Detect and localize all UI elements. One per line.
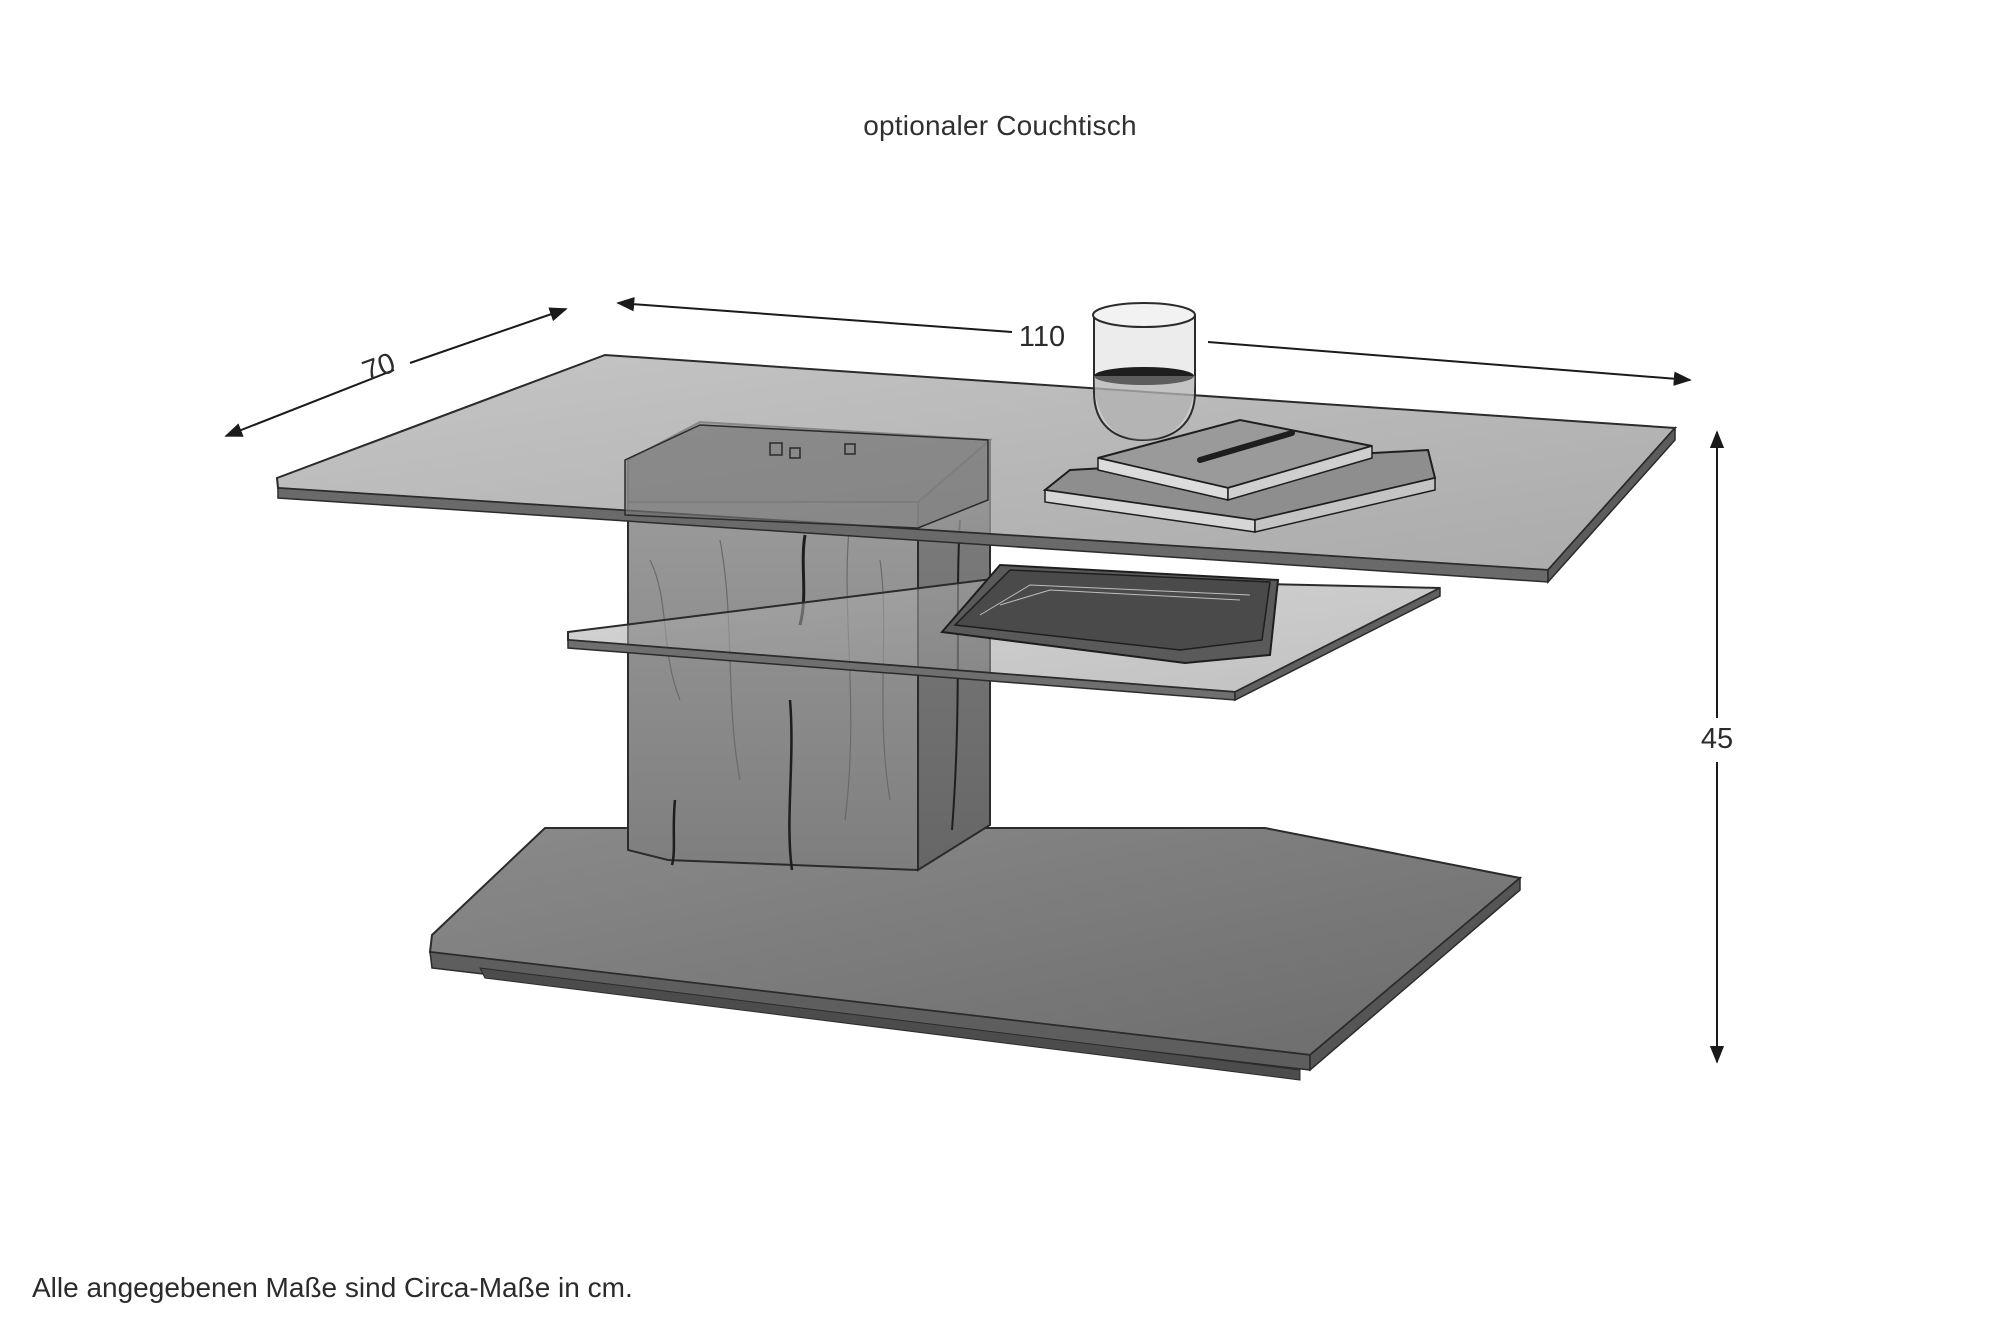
table-base	[428, 827, 1523, 1081]
drinking-glass	[1092, 302, 1196, 442]
dimensions-footnote: Alle angegebenen Maße sind Circa-Maße in…	[32, 1272, 633, 1303]
pillar-top-hardware	[624, 424, 989, 529]
dimension-width: 110	[616, 297, 1692, 386]
height-label: 45	[1701, 723, 1733, 755]
books	[1042, 418, 1437, 533]
dimension-height: 45	[1701, 430, 1733, 1064]
width-label: 110	[1019, 321, 1065, 353]
magazines	[940, 563, 1280, 665]
diagram-caption: optionaler Couchtisch	[863, 110, 1137, 141]
